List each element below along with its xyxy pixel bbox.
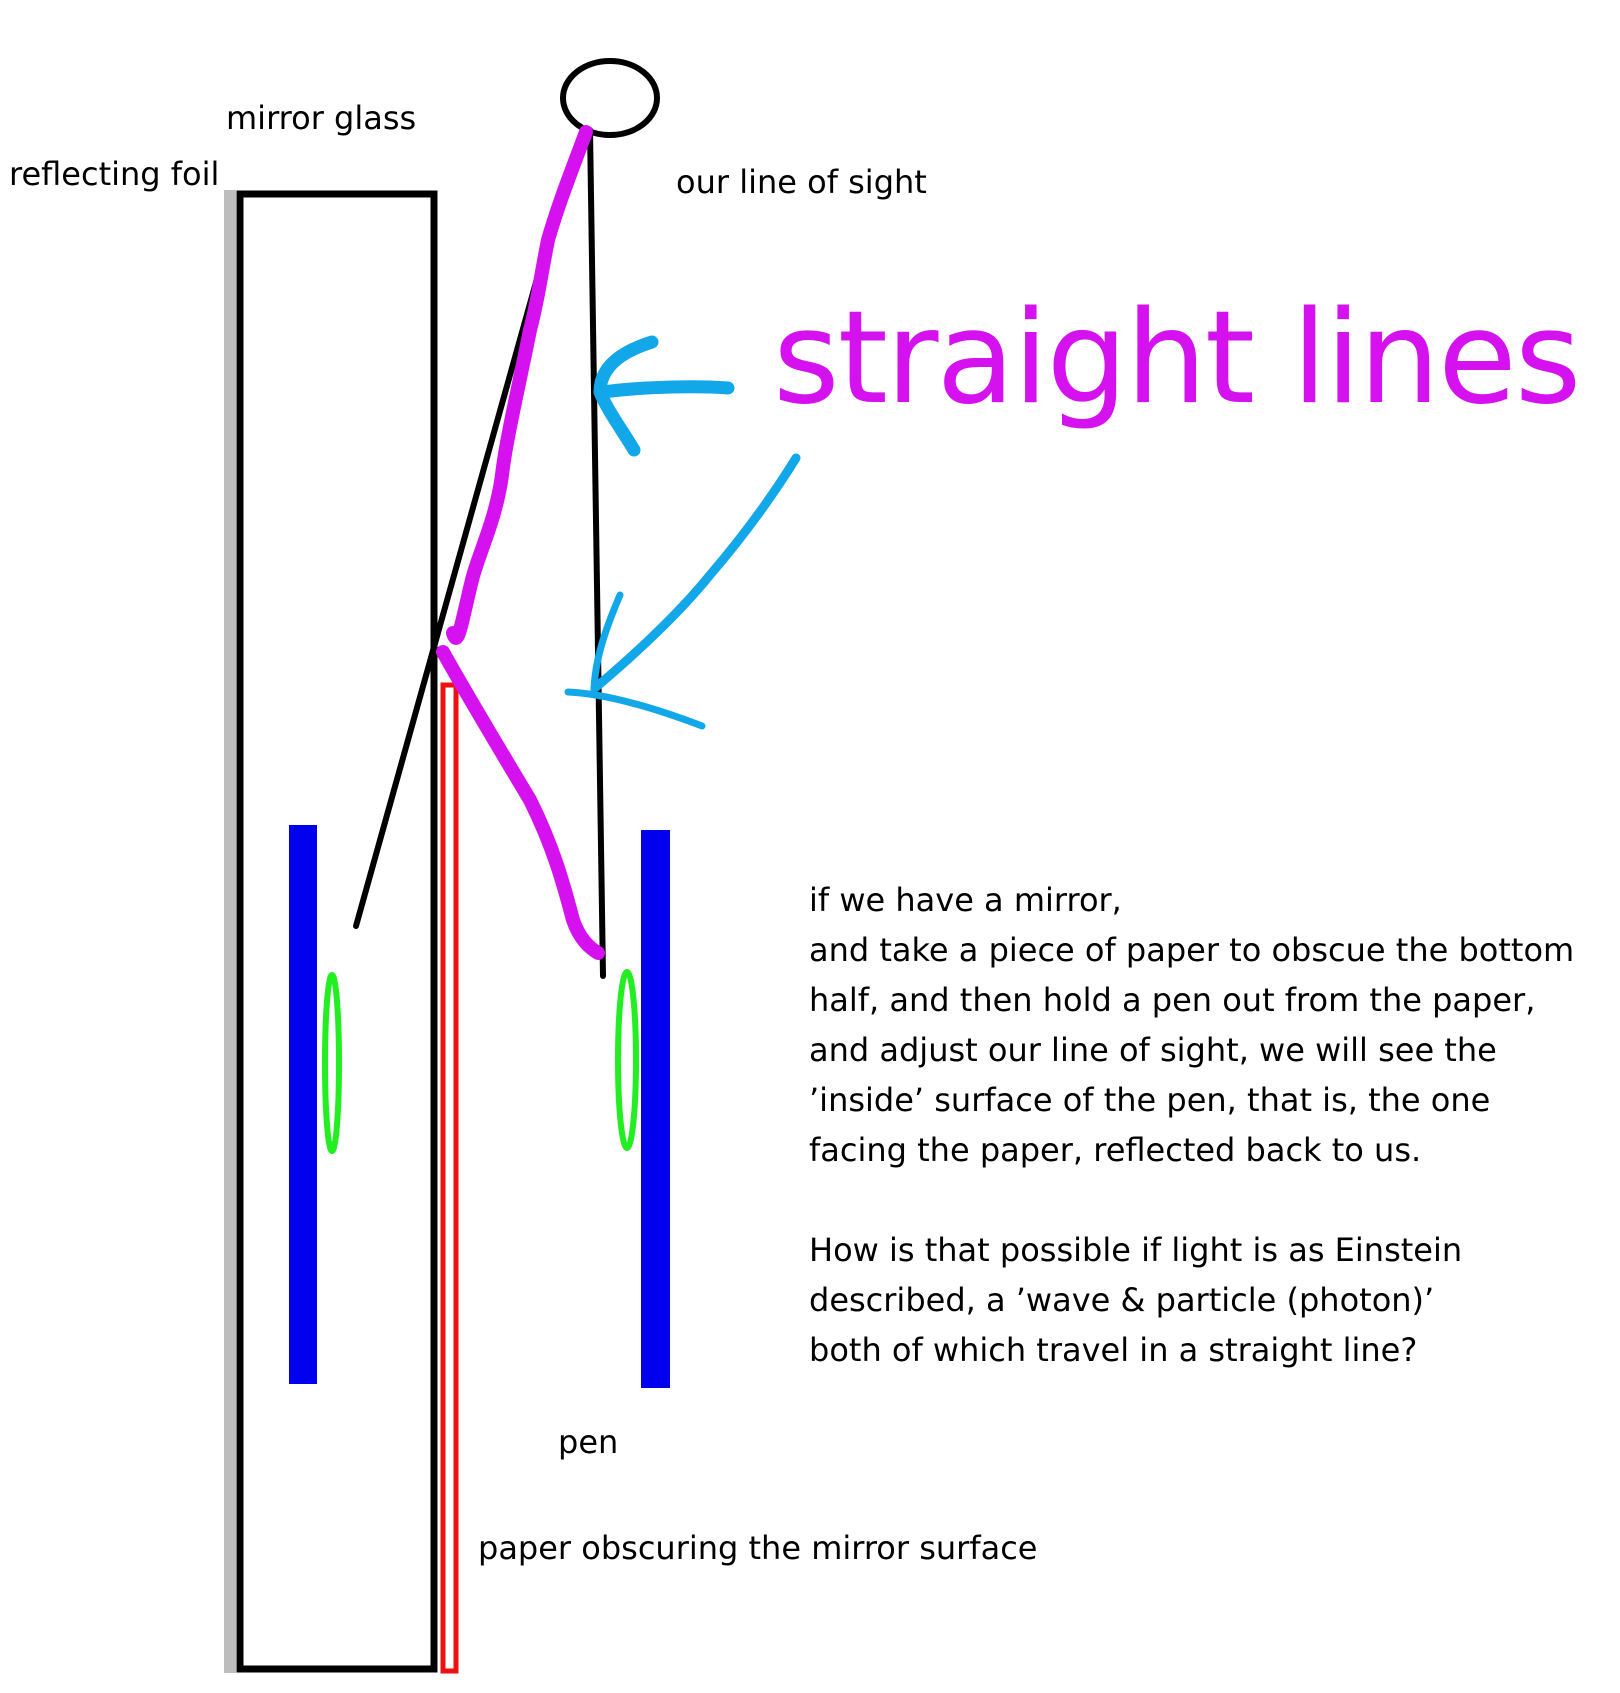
eye — [560, 58, 660, 138]
explanation-paragraph-2: How is that possible if light is as Eins… — [809, 1231, 1463, 1369]
paper-label: paper obscuring the mirror surface — [478, 1529, 1038, 1567]
mirror-glass-label: mirror glass — [226, 99, 417, 137]
paper-sheet — [440, 682, 459, 1674]
arrow-upper-head — [593, 335, 659, 457]
reflected-ray-lower — [436, 645, 605, 960]
reflected-ray-upper — [446, 125, 593, 645]
arrow-upper-shaft — [595, 380, 735, 399]
reflecting-foil-label: reflecting foil — [9, 155, 220, 193]
line-of-sight — [587, 127, 606, 979]
straight-lines-label: straight lines — [773, 284, 1581, 433]
pen-reflection — [289, 825, 317, 1384]
explanation-text: if we have a mirror, and take a piece of… — [809, 875, 1609, 1375]
reflected-inside-surface — [322, 972, 342, 1154]
arrow-lower-shaft — [590, 453, 801, 693]
apparent-line-of-sight — [353, 272, 541, 929]
pen-inside-surface — [615, 969, 639, 1151]
line-of-sight-label: our line of sight — [676, 163, 927, 201]
mirror-glass — [236, 190, 438, 1673]
pen-label: pen — [558, 1423, 619, 1461]
pen — [641, 830, 670, 1388]
arrow-lower-head — [564, 591, 706, 730]
explanation-paragraph-1: if we have a mirror, and take a piece of… — [809, 881, 1575, 1169]
reflecting-foil — [224, 190, 236, 1673]
